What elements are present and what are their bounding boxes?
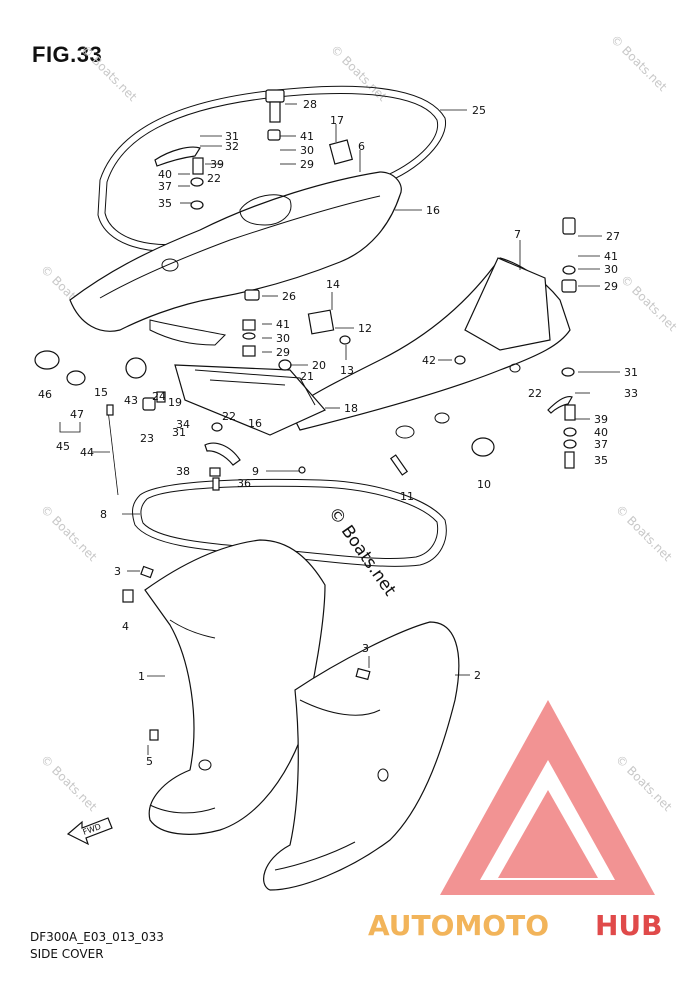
callout-label: 6 bbox=[358, 140, 365, 153]
callout-label: 29 bbox=[604, 280, 618, 293]
callout-label: 4 bbox=[122, 620, 129, 633]
callout-label: 26 bbox=[282, 290, 296, 303]
callout-label: 39 bbox=[210, 158, 224, 171]
callout-label: 29 bbox=[276, 346, 290, 359]
callout-label: 39 bbox=[594, 413, 608, 426]
callout-label: 40 bbox=[594, 426, 608, 439]
right-side-cover bbox=[289, 257, 571, 439]
callout-label: 36 bbox=[237, 477, 251, 490]
callout-label: 34 bbox=[176, 418, 190, 431]
upper-cover-frame bbox=[69, 171, 402, 346]
callout-label: 30 bbox=[300, 144, 314, 157]
callout-label: 43 bbox=[124, 394, 138, 407]
callout-label: 35 bbox=[158, 197, 172, 210]
callout-label: 3 bbox=[362, 642, 369, 655]
callout-label: 28 bbox=[303, 98, 317, 111]
watermark: © Boats.net bbox=[38, 752, 100, 814]
small-parts bbox=[34, 89, 577, 741]
callout-label: 41 bbox=[604, 250, 618, 263]
callout-label: 15 bbox=[94, 386, 108, 399]
callout-label: 38 bbox=[176, 465, 190, 478]
callout-label: 23 bbox=[140, 432, 154, 445]
callout-label: 9 bbox=[252, 465, 259, 478]
watermark: © Boats.net bbox=[78, 42, 140, 104]
watermark: © Boats.net bbox=[608, 32, 670, 94]
callout-label: 42 bbox=[422, 354, 436, 367]
callout-label: 31 bbox=[624, 366, 638, 379]
callout-label: 22 bbox=[528, 387, 542, 400]
callout-label: 10 bbox=[477, 478, 491, 491]
callout-label: 17 bbox=[330, 114, 344, 127]
callout-label: 3 bbox=[114, 565, 121, 578]
callout-label: 11 bbox=[400, 490, 414, 503]
logo-text-automoto: AUTOMOTO bbox=[368, 909, 549, 942]
callout-label: 21 bbox=[300, 370, 314, 383]
callout-label: 41 bbox=[300, 130, 314, 143]
callout-label: 16 bbox=[426, 204, 440, 217]
callout-label: 13 bbox=[340, 364, 354, 377]
callout-label: 5 bbox=[146, 755, 153, 768]
callout-label: 27 bbox=[606, 230, 620, 243]
callout-label: 22 bbox=[207, 172, 221, 185]
callout-label: 46 bbox=[38, 388, 52, 401]
callout-label: 7 bbox=[514, 228, 521, 241]
callout-label: 1 bbox=[138, 670, 145, 683]
callout-label: 31 bbox=[172, 426, 186, 439]
leader-lines bbox=[59, 103, 620, 755]
lower-seal bbox=[132, 478, 447, 567]
logo-text-hub: HUB bbox=[595, 909, 663, 942]
callout-label: 14 bbox=[326, 278, 340, 291]
callout-label: 32 bbox=[225, 140, 239, 153]
callout-label: 35 bbox=[594, 454, 608, 467]
callout-label: 30 bbox=[604, 263, 618, 276]
right-lower-cover bbox=[263, 621, 460, 891]
callout-label: 45 bbox=[56, 440, 70, 453]
figure-title: FIG.33 bbox=[32, 42, 103, 67]
callout-label: 37 bbox=[594, 438, 608, 451]
callout-label: 18 bbox=[344, 402, 358, 415]
watermark: © Boats.net bbox=[613, 752, 675, 814]
callout-label: 25 bbox=[472, 104, 486, 117]
callout-label: 24 bbox=[152, 390, 166, 403]
callout-label: 29 bbox=[300, 158, 314, 171]
callout-label: 12 bbox=[358, 322, 372, 335]
watermark: © Boats.net bbox=[38, 502, 100, 564]
callout-label: 31 bbox=[225, 130, 239, 143]
callout-label: 30 bbox=[276, 332, 290, 345]
callout-label: 40 bbox=[158, 168, 172, 181]
fwd-arrow: FWD bbox=[66, 817, 113, 846]
callout-label: 19 bbox=[168, 396, 182, 409]
air-duct-bracket bbox=[174, 364, 326, 436]
figure-caption: SIDE COVER bbox=[30, 947, 104, 961]
automotohub-logo: AUTOMOTO HUB bbox=[368, 700, 663, 942]
watermark: © Boats.net bbox=[613, 502, 675, 564]
left-lower-cover bbox=[144, 539, 326, 835]
callout-label: 44 bbox=[80, 446, 94, 459]
watermark: © Boats.net bbox=[328, 42, 390, 104]
callout-label: 37 bbox=[158, 180, 172, 193]
callout-label: 33 bbox=[624, 387, 638, 400]
watermark: © Boats.net bbox=[618, 272, 680, 334]
callout-label: 8 bbox=[100, 508, 107, 521]
callout-label: 2 bbox=[474, 669, 481, 682]
callout-label: 41 bbox=[276, 318, 290, 331]
callout-label: 16 bbox=[248, 417, 262, 430]
callouts: 28 25 31 41 17 32 30 6 39 29 40 22 37 35… bbox=[38, 98, 638, 768]
callout-label: 20 bbox=[312, 359, 326, 372]
watermark-center: © Boats.net bbox=[324, 503, 400, 600]
figure-code: DF300A_E03_013_033 bbox=[30, 930, 164, 944]
callout-label: 22 bbox=[222, 410, 236, 423]
callout-label: 47 bbox=[70, 408, 84, 421]
